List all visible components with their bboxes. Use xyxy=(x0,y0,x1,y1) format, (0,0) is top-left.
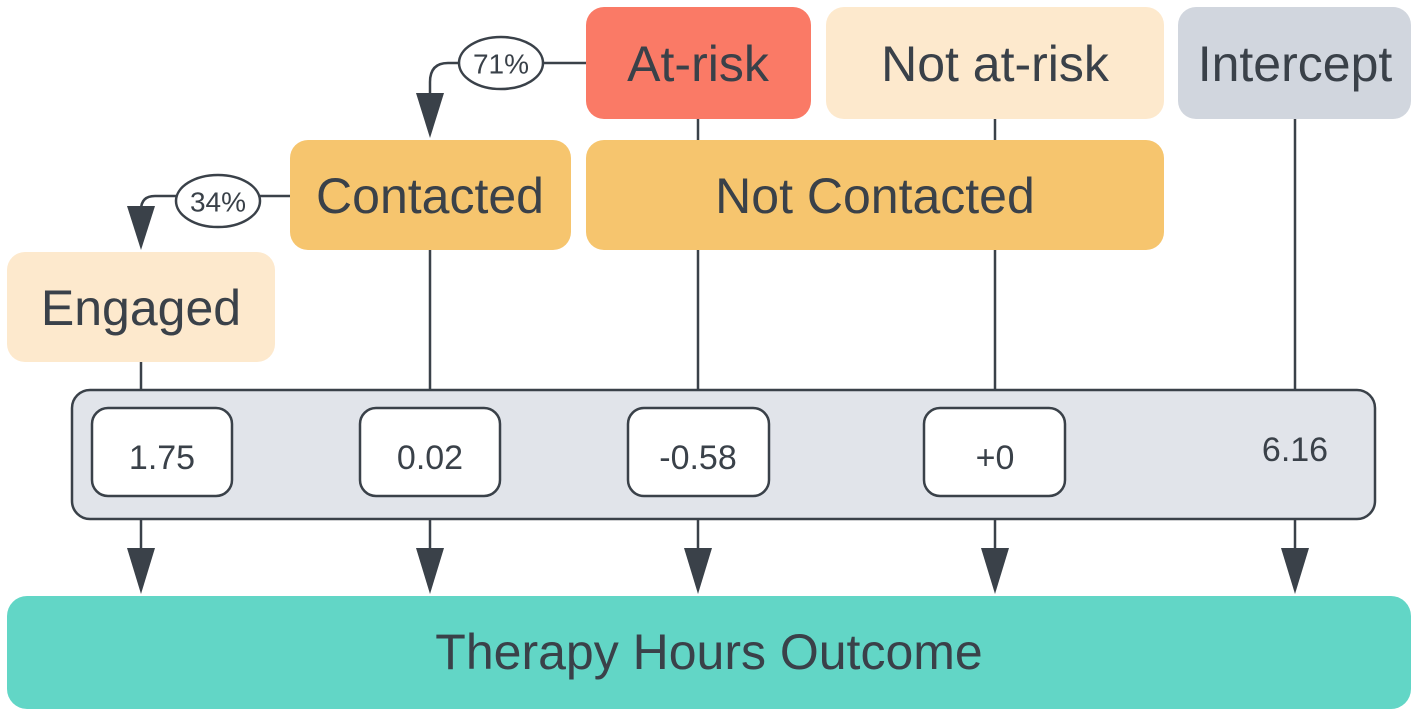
arrowhead-engaged xyxy=(127,206,155,250)
node-not-at-risk: Not at-risk xyxy=(826,7,1164,119)
edge-at-risk-contacted-curve xyxy=(428,61,460,96)
node-not-contacted-label: Not Contacted xyxy=(715,168,1035,224)
node-not-at-risk-label: Not at-risk xyxy=(881,36,1110,92)
node-contacted-label: Contacted xyxy=(316,168,544,224)
node-outcome: Therapy Hours Outcome xyxy=(7,596,1411,709)
arrowhead-not-at-risk-outcome xyxy=(981,548,1009,594)
node-not-contacted: Not Contacted xyxy=(586,140,1164,250)
node-at-risk: At-risk xyxy=(586,7,811,119)
edge-label-34-text: 34% xyxy=(190,187,246,218)
node-outcome-label: Therapy Hours Outcome xyxy=(435,624,982,680)
coef-not-at-risk: +0 xyxy=(922,406,1067,498)
node-intercept-label: Intercept xyxy=(1198,36,1393,92)
coef-at-risk: -0.58 xyxy=(626,406,771,498)
node-intercept: Intercept xyxy=(1178,7,1411,119)
coef-intercept-value: 6.16 xyxy=(1262,431,1328,469)
arrowhead-at-risk-outcome xyxy=(684,548,712,594)
coef-contacted: 0.02 xyxy=(358,406,502,498)
coef-contacted-value: 0.02 xyxy=(397,439,463,477)
coef-engaged-value: 1.75 xyxy=(129,439,195,477)
coef-at-risk-value: -0.58 xyxy=(659,439,737,477)
node-contacted: Contacted xyxy=(290,140,571,250)
node-at-risk-label: At-risk xyxy=(627,36,770,92)
arrowhead-intercept-outcome xyxy=(1281,548,1309,594)
edge-label-71: 71% xyxy=(457,35,545,91)
coef-engaged: 1.75 xyxy=(90,406,234,498)
arrowhead-engaged-outcome xyxy=(127,548,155,594)
node-engaged-label: Engaged xyxy=(41,280,241,336)
edge-label-34: 34% xyxy=(174,173,262,229)
coef-not-at-risk-value: +0 xyxy=(976,439,1015,477)
node-engaged: Engaged xyxy=(7,252,275,362)
arrowhead-contacted-outcome xyxy=(416,548,444,594)
arrowhead-contacted xyxy=(416,93,444,138)
edge-label-71-text: 71% xyxy=(473,49,529,80)
